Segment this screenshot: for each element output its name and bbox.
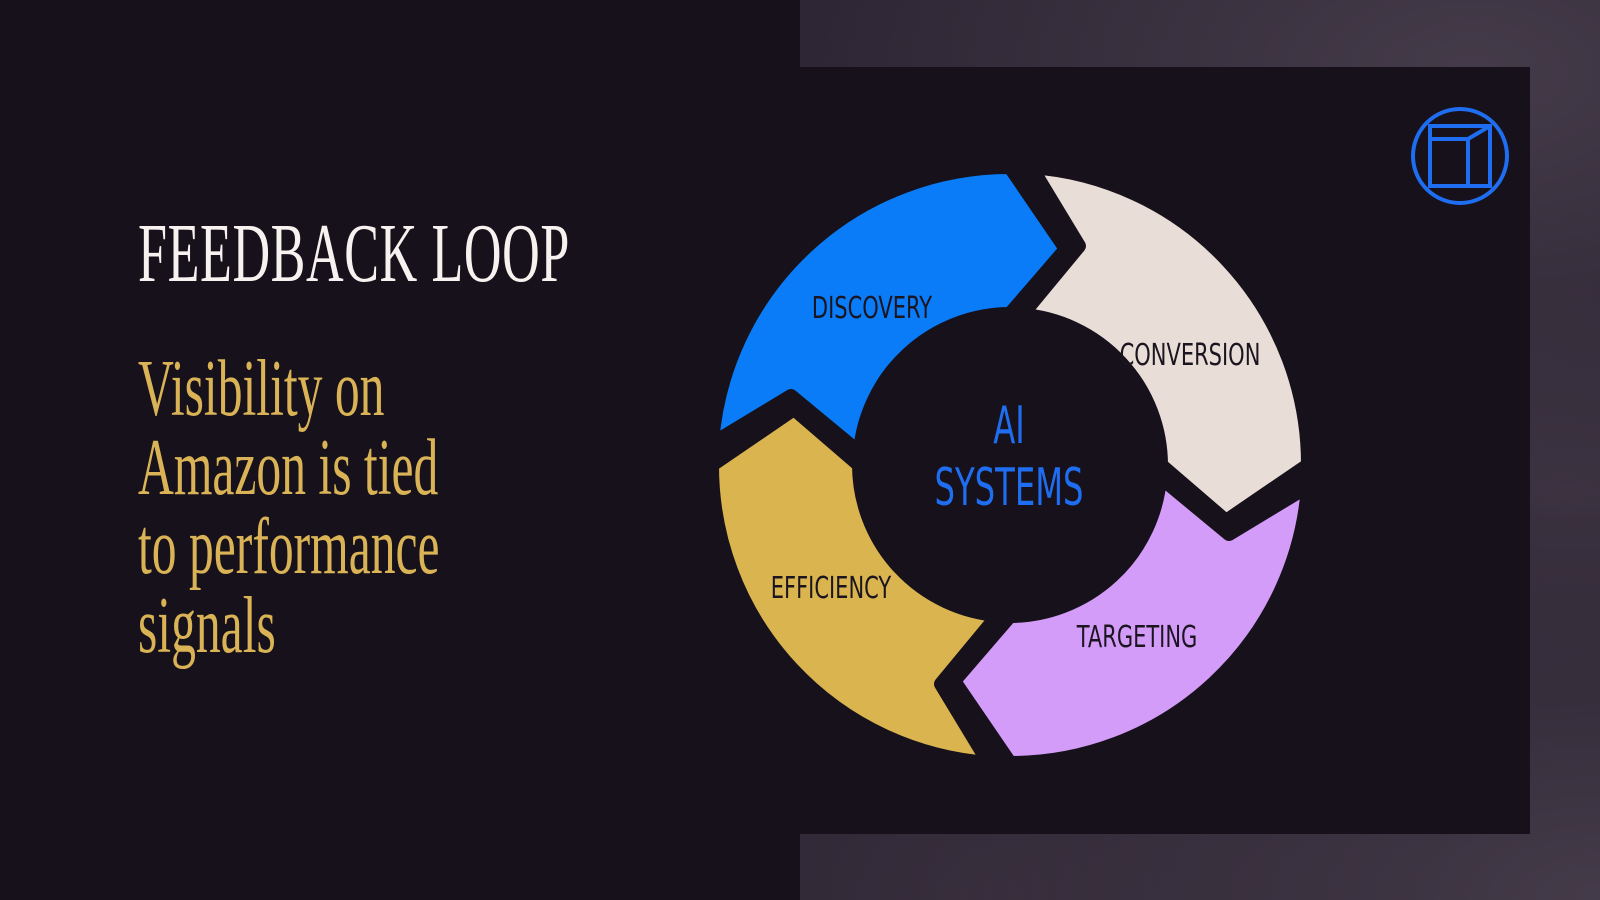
slide-subtitle: Visibility on Amazon is tied to performa… bbox=[138, 345, 440, 670]
center-label-line-1: AI bbox=[993, 396, 1025, 456]
background-panel-bottom bbox=[0, 834, 800, 900]
segment-conversion bbox=[1015, 160, 1316, 528]
background-panel-top bbox=[0, 0, 800, 67]
segment-discovery bbox=[705, 159, 1073, 460]
segment-labels: DISCOVERY CONVERSION TARGETING EFFICIENC… bbox=[771, 291, 1261, 655]
label-targeting: TARGETING bbox=[1076, 620, 1197, 655]
segment-targeting bbox=[947, 470, 1315, 771]
label-discovery: DISCOVERY bbox=[812, 291, 932, 326]
label-conversion: CONVERSION bbox=[1120, 338, 1261, 373]
cube-outline-icon bbox=[1411, 107, 1509, 205]
segment-efficiency bbox=[704, 402, 1005, 770]
slide-title: FEEDBACK LOOP bbox=[138, 207, 570, 300]
label-efficiency: EFFICIENCY bbox=[771, 571, 892, 606]
center-hub: AI SYSTEMS bbox=[935, 396, 1084, 518]
center-label-line-2: SYSTEMS bbox=[935, 458, 1084, 518]
